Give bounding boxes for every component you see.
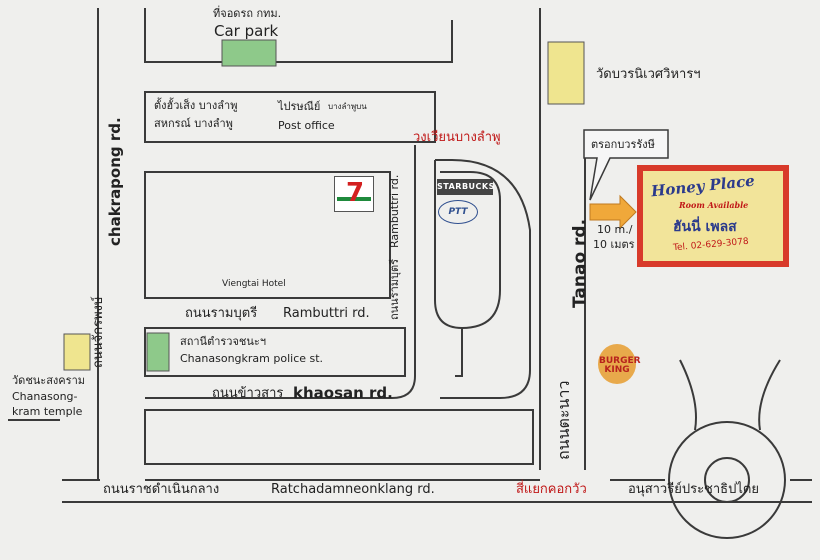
roundabout-outer <box>668 421 786 539</box>
cooperative-label-1: ตั้งฮั้วเส็ง บางลำพู <box>154 99 238 112</box>
ratchadamnoen-th-label: ถนนราชดำเนินกลาง <box>103 482 220 497</box>
burger-king-logo: BURGER KING <box>598 344 641 384</box>
rambuttri-east <box>440 171 501 329</box>
police-en-label: Chanasongkram police st. <box>180 352 324 365</box>
temple-marker <box>63 333 91 371</box>
starbucks-logo: STARBUCKS <box>437 179 494 195</box>
burger-king-bun <box>598 344 636 384</box>
car-park-th-label: ที่จอดรถ กทม. <box>213 7 282 20</box>
post-office-th-small-label: บางลำพูบน <box>328 102 367 111</box>
rambuttri-vertical-th-label: ถนนรามบุตรี <box>388 258 401 320</box>
honey-place-subtitle: Room Available <box>679 200 749 210</box>
seven-eleven-logo: 7 <box>334 176 374 212</box>
post-office-en-label: Post office <box>278 119 335 132</box>
honey-place-name: Honey Place <box>650 171 756 201</box>
honey-place-tel: Tel. 02-629-3078 <box>672 236 750 254</box>
police-th-label: สถานีตำรวจชนะฯ <box>180 335 266 348</box>
ratchadamnoen-en-label: Ratchadamneonklang rd. <box>271 482 435 497</box>
tanao-th-label: ถนนตะนาว <box>554 380 573 460</box>
burger-king-text: BURGER KING <box>599 356 641 375</box>
tanao-en-label: Tanao rd. <box>570 218 590 308</box>
khaosan-th-label: ถนนข้าวสาร <box>212 386 284 401</box>
police-block <box>144 327 406 377</box>
rambuttri-en-label: Rambuttri rd. <box>283 306 370 321</box>
right-road <box>679 359 781 431</box>
ptt-logo: PTT <box>438 200 478 224</box>
trok-bowon-label: ตรอกบวรรังษี <box>591 138 655 151</box>
temple-en-label-2: kram temple <box>12 405 83 418</box>
bang-lamphu-circle-label: วงเวียนบางลำพู <box>413 130 501 145</box>
rambuttri-loop <box>145 145 416 399</box>
car-park-en-label: Car park <box>214 22 279 40</box>
post-office-block <box>144 91 436 143</box>
temple-en-label-1: Chanasong- <box>12 390 78 403</box>
honey-place-name-th: ฮันนี่ เพลส <box>673 219 737 235</box>
chakrapong-en-label: chakrapong rd. <box>106 117 124 246</box>
rambuttri-curve <box>434 160 463 377</box>
distance-en-label: 10 m./ <box>597 223 633 236</box>
chakrapong-th-label: ถนนจักรพงษ์ <box>91 296 106 368</box>
trok-bowon-callout <box>583 129 669 201</box>
arrow-to-honey-place <box>589 194 637 230</box>
viengtai-block <box>144 171 391 299</box>
khaosan-en-label: khaosan rd. <box>293 384 393 402</box>
car-park-block <box>144 8 453 63</box>
rambuttri-arc <box>435 159 531 399</box>
democracy-monument-label: อนุสาวรีย์ประชาธิปไตย <box>628 482 759 497</box>
honey-place-sign: Honey Place Room Available ฮันนี่ เพลส T… <box>637 165 789 267</box>
post-office-th-label: ไปรษณีย์ <box>278 100 321 113</box>
seven-eleven-band <box>337 197 371 201</box>
car-park-marker <box>221 39 277 67</box>
temple-th-label: วัดชนะสงคราม <box>12 374 85 387</box>
cooperative-label-2: สหกรณ์ บางลำพู <box>154 117 233 130</box>
police-marker <box>146 332 170 372</box>
viengtai-hotel-label: Viengtai Hotel <box>222 279 286 289</box>
rambuttri-vertical-en-label: Rambuttri rd. <box>388 174 401 248</box>
seven-eleven-number: 7 <box>346 178 365 208</box>
distance-th-label: 10 เมตร <box>593 238 635 251</box>
roundabout-inner <box>704 457 750 503</box>
rambuttri-th-label: ถนนรามบุตรี <box>185 306 258 321</box>
wat-bowon-marker <box>547 41 585 105</box>
honey-place-sign-inner: Honey Place Room Available ฮันนี่ เพลส T… <box>643 171 783 261</box>
wat-bowon-label: วัดบวรนิเวศวิหารฯ <box>596 67 701 82</box>
khaosan-south-block <box>144 409 534 465</box>
kok-wua-junction-label: สี่แยกคอกวัว <box>516 482 587 497</box>
